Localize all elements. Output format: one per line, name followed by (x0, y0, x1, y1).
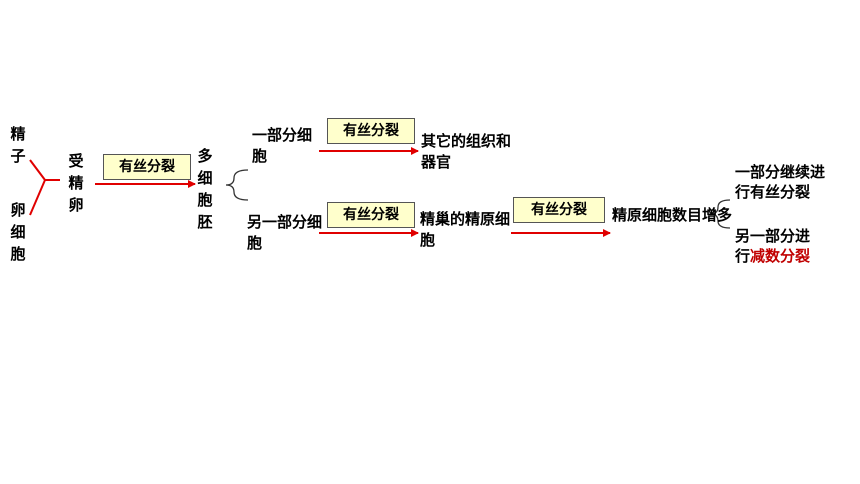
meiosis-line1: 另一部分进 (735, 226, 810, 247)
continue-mitosis-suffix: 行有丝分裂 (735, 183, 811, 201)
continue-mitosis-line2: 行有丝分裂 (735, 182, 810, 203)
mitosis-box-1: 有丝分裂 (103, 154, 191, 180)
meiosis-prefix: 另一部分进 (735, 227, 811, 245)
other-part-cells-label: 另一部分细胞 (247, 213, 323, 252)
mitosis-box-2: 有丝分裂 (327, 118, 415, 144)
egg-label: 卵细胞 (10, 201, 26, 263)
zygote-label: 受精卵 (68, 152, 84, 214)
sperm-join-line (29, 159, 46, 181)
meiosis-suffix: 减数分裂 (750, 247, 811, 265)
sperm-label: 精子 (10, 125, 26, 165)
continue-mitosis-prefix: 一部分继续进 (735, 163, 826, 181)
meiosis-line2-lead: 行 (735, 247, 751, 265)
part-cells-label: 一部分细胞 (252, 126, 313, 165)
testis-spermatogonia-label: 精巢的精原细胞 (420, 210, 511, 249)
mitosis-box-3: 有丝分裂 (327, 202, 415, 228)
brace-embryo (225, 169, 249, 201)
meiosis-line2: 行减数分裂 (735, 246, 810, 267)
egg-join-line (29, 179, 46, 216)
multicellular-embryo-label: 多细胞胚 (197, 147, 213, 231)
brace-spermatogonia (709, 199, 731, 229)
continue-mitosis-line1: 一部分继续进 (735, 162, 825, 183)
other-tissues-label: 其它的组织和器官 (421, 132, 512, 171)
spermatogonia-increase-label: 精原细胞数目增多 (612, 206, 733, 224)
mitosis-box-4: 有丝分裂 (513, 197, 605, 223)
